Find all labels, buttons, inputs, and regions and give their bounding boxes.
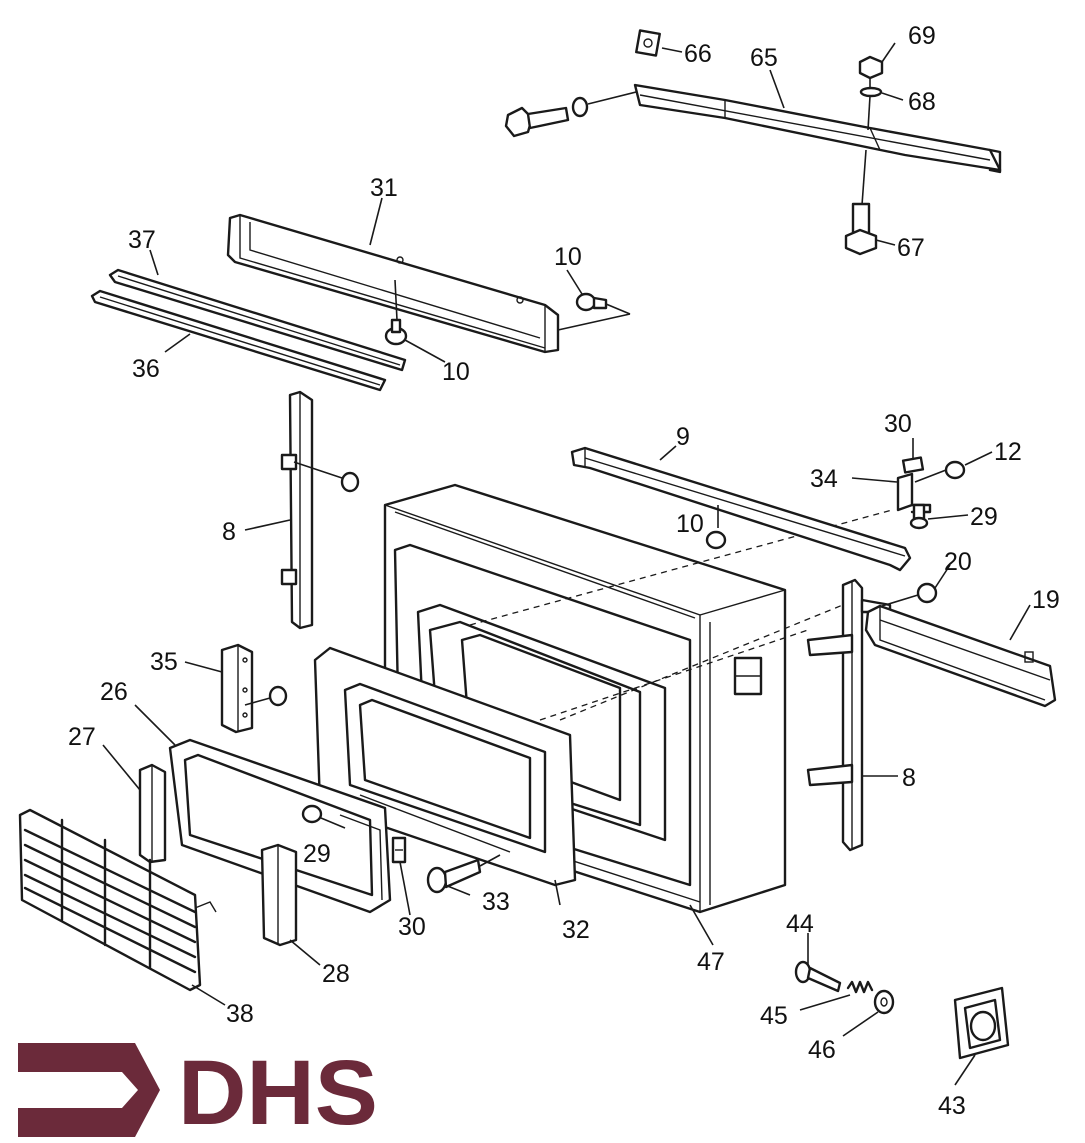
callout-47: 47 xyxy=(697,948,725,976)
callout-8-left: 8 xyxy=(222,518,236,546)
callout-29-top: 29 xyxy=(970,503,998,531)
callout-66: 66 xyxy=(684,40,712,68)
callout-30-bottom: 30 xyxy=(398,913,426,941)
logo-text: DHS xyxy=(178,1042,378,1143)
callout-34: 34 xyxy=(810,465,838,493)
callout-10-housing: 10 xyxy=(676,510,704,538)
callout-44: 44 xyxy=(786,910,814,938)
part-68-washer xyxy=(859,86,883,98)
callout-20: 20 xyxy=(944,548,972,576)
callout-38: 38 xyxy=(226,1000,254,1028)
callout-33: 33 xyxy=(482,888,510,916)
part-46-washer xyxy=(873,989,895,1015)
screw-10-housing xyxy=(705,505,727,550)
part-27-side-plate xyxy=(138,763,167,864)
part-8-side-strip-left xyxy=(280,390,314,630)
callout-69: 69 xyxy=(908,22,936,50)
screw-8-left xyxy=(293,461,360,493)
callout-32: 32 xyxy=(562,916,590,944)
part-26-frame xyxy=(168,738,392,914)
callout-19: 19 xyxy=(1032,586,1060,614)
part-67-bolt xyxy=(844,202,878,256)
callout-31: 31 xyxy=(370,174,398,202)
part-45-spring xyxy=(846,980,874,994)
part-43-plate xyxy=(953,986,1010,1060)
callout-9: 9 xyxy=(676,423,690,451)
callout-26: 26 xyxy=(100,678,128,706)
screw-10-right xyxy=(557,292,631,331)
part-12-screw xyxy=(914,460,966,483)
bolt-left-65 xyxy=(504,91,637,138)
callout-12: 12 xyxy=(994,438,1022,466)
part-44-screw xyxy=(794,960,842,993)
callout-37: 37 xyxy=(128,226,156,254)
callout-labels: 66 65 69 68 67 31 37 36 10 10 9 30 12 34… xyxy=(68,22,1060,1120)
part-31-channel xyxy=(226,213,560,354)
callout-27: 27 xyxy=(68,723,96,751)
callout-67: 67 xyxy=(897,234,925,262)
callout-68: 68 xyxy=(908,88,936,116)
callout-30-top: 30 xyxy=(884,410,912,438)
part-30-clip-top xyxy=(901,456,925,474)
callout-28: 28 xyxy=(322,960,350,988)
part-19-rail xyxy=(864,604,1057,708)
callout-65: 65 xyxy=(750,44,778,72)
callout-35: 35 xyxy=(150,648,178,676)
part-20-screw xyxy=(881,582,938,607)
part-36-strip xyxy=(90,289,387,392)
dhs-logo: DHS xyxy=(18,1042,378,1143)
part-29-screw-bottom xyxy=(301,804,346,829)
part-65-mounting-rail xyxy=(633,83,1002,174)
part-37-strip xyxy=(108,268,407,372)
callout-10-center: 10 xyxy=(442,358,470,386)
screw-10-center xyxy=(384,318,408,346)
part-69-nut xyxy=(858,55,884,80)
callout-43: 43 xyxy=(938,1092,966,1120)
part-35-bracket xyxy=(220,643,288,734)
callout-45: 45 xyxy=(760,1002,788,1030)
part-9-rail xyxy=(570,446,912,572)
part-33-screw xyxy=(426,854,501,894)
leader-lines xyxy=(102,42,1031,1086)
callout-36: 36 xyxy=(132,355,160,383)
part-38-grille xyxy=(18,808,217,992)
part-29-screw-top xyxy=(909,503,929,530)
callout-10-right: 10 xyxy=(554,243,582,271)
part-66-clip xyxy=(635,29,661,57)
callout-8-right: 8 xyxy=(902,764,916,792)
part-28-side-plate xyxy=(260,843,298,947)
callout-46: 46 xyxy=(808,1036,836,1064)
part-30-clip-bottom xyxy=(391,836,407,864)
logo-arrow-icon xyxy=(18,1043,160,1137)
callout-29-bottom: 29 xyxy=(303,840,331,868)
